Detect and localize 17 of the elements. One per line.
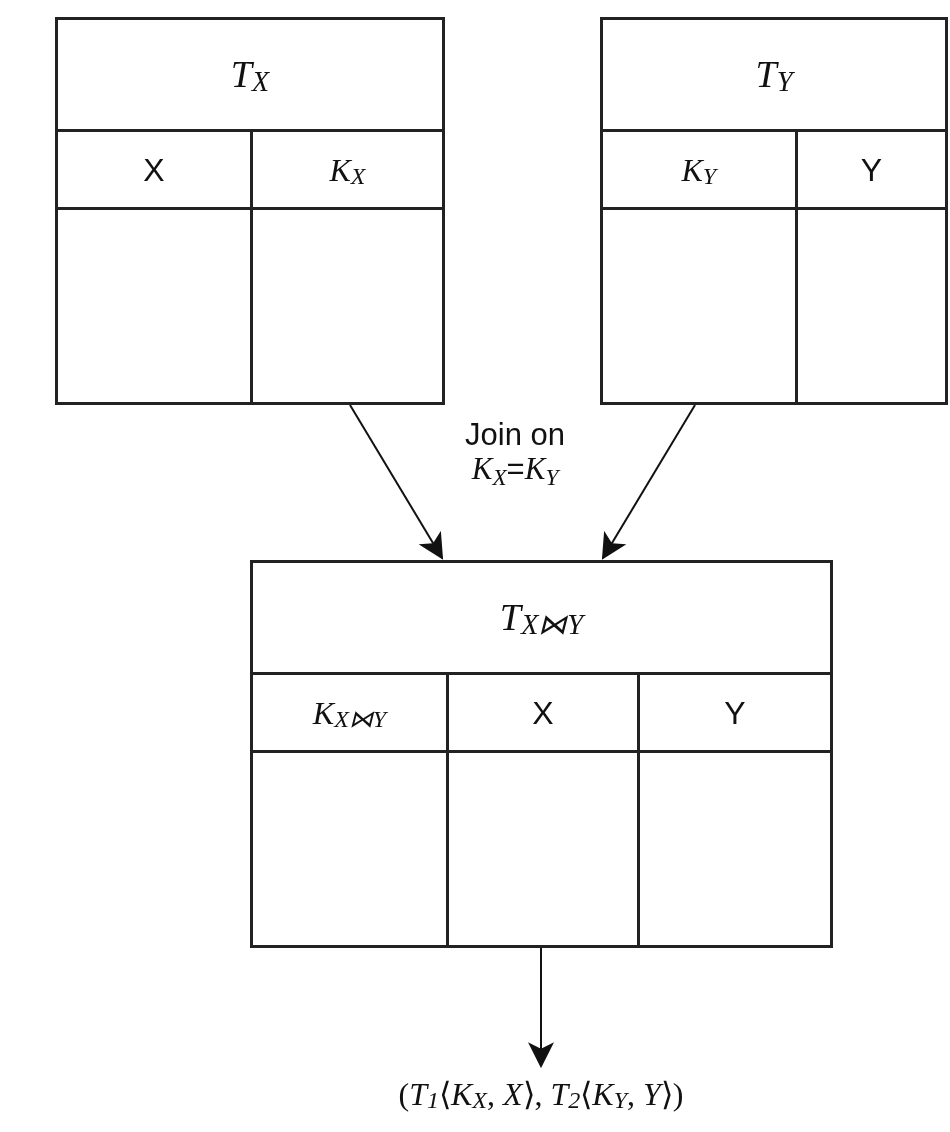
column-header: K$_{X}$ (250, 132, 442, 207)
table (55, 17, 445, 405)
table-title: T$_{Y}$ (603, 20, 945, 132)
table-title: T$_{X}$ (58, 20, 442, 132)
table-title: T$_{X⋈Y}$ (253, 563, 830, 675)
result-text: (T$_{1}$⟨K$_{X}$, X⟩, T$_{2}$⟨K$_{Y}$, Y⟩) (280, 1068, 802, 1120)
arrow (528, 947, 554, 1069)
table (250, 560, 833, 948)
column-header: Y (637, 675, 830, 750)
column-header: K$_{Y}$ (680, 150, 719, 191)
arrow (349, 404, 444, 560)
table (600, 17, 948, 405)
column-header: X (445, 675, 637, 750)
column-header: Y (794, 132, 945, 207)
column-header: K$_{X⋈Y}$ (311, 693, 389, 734)
arrow (601, 404, 696, 560)
column-header: X (142, 150, 166, 190)
